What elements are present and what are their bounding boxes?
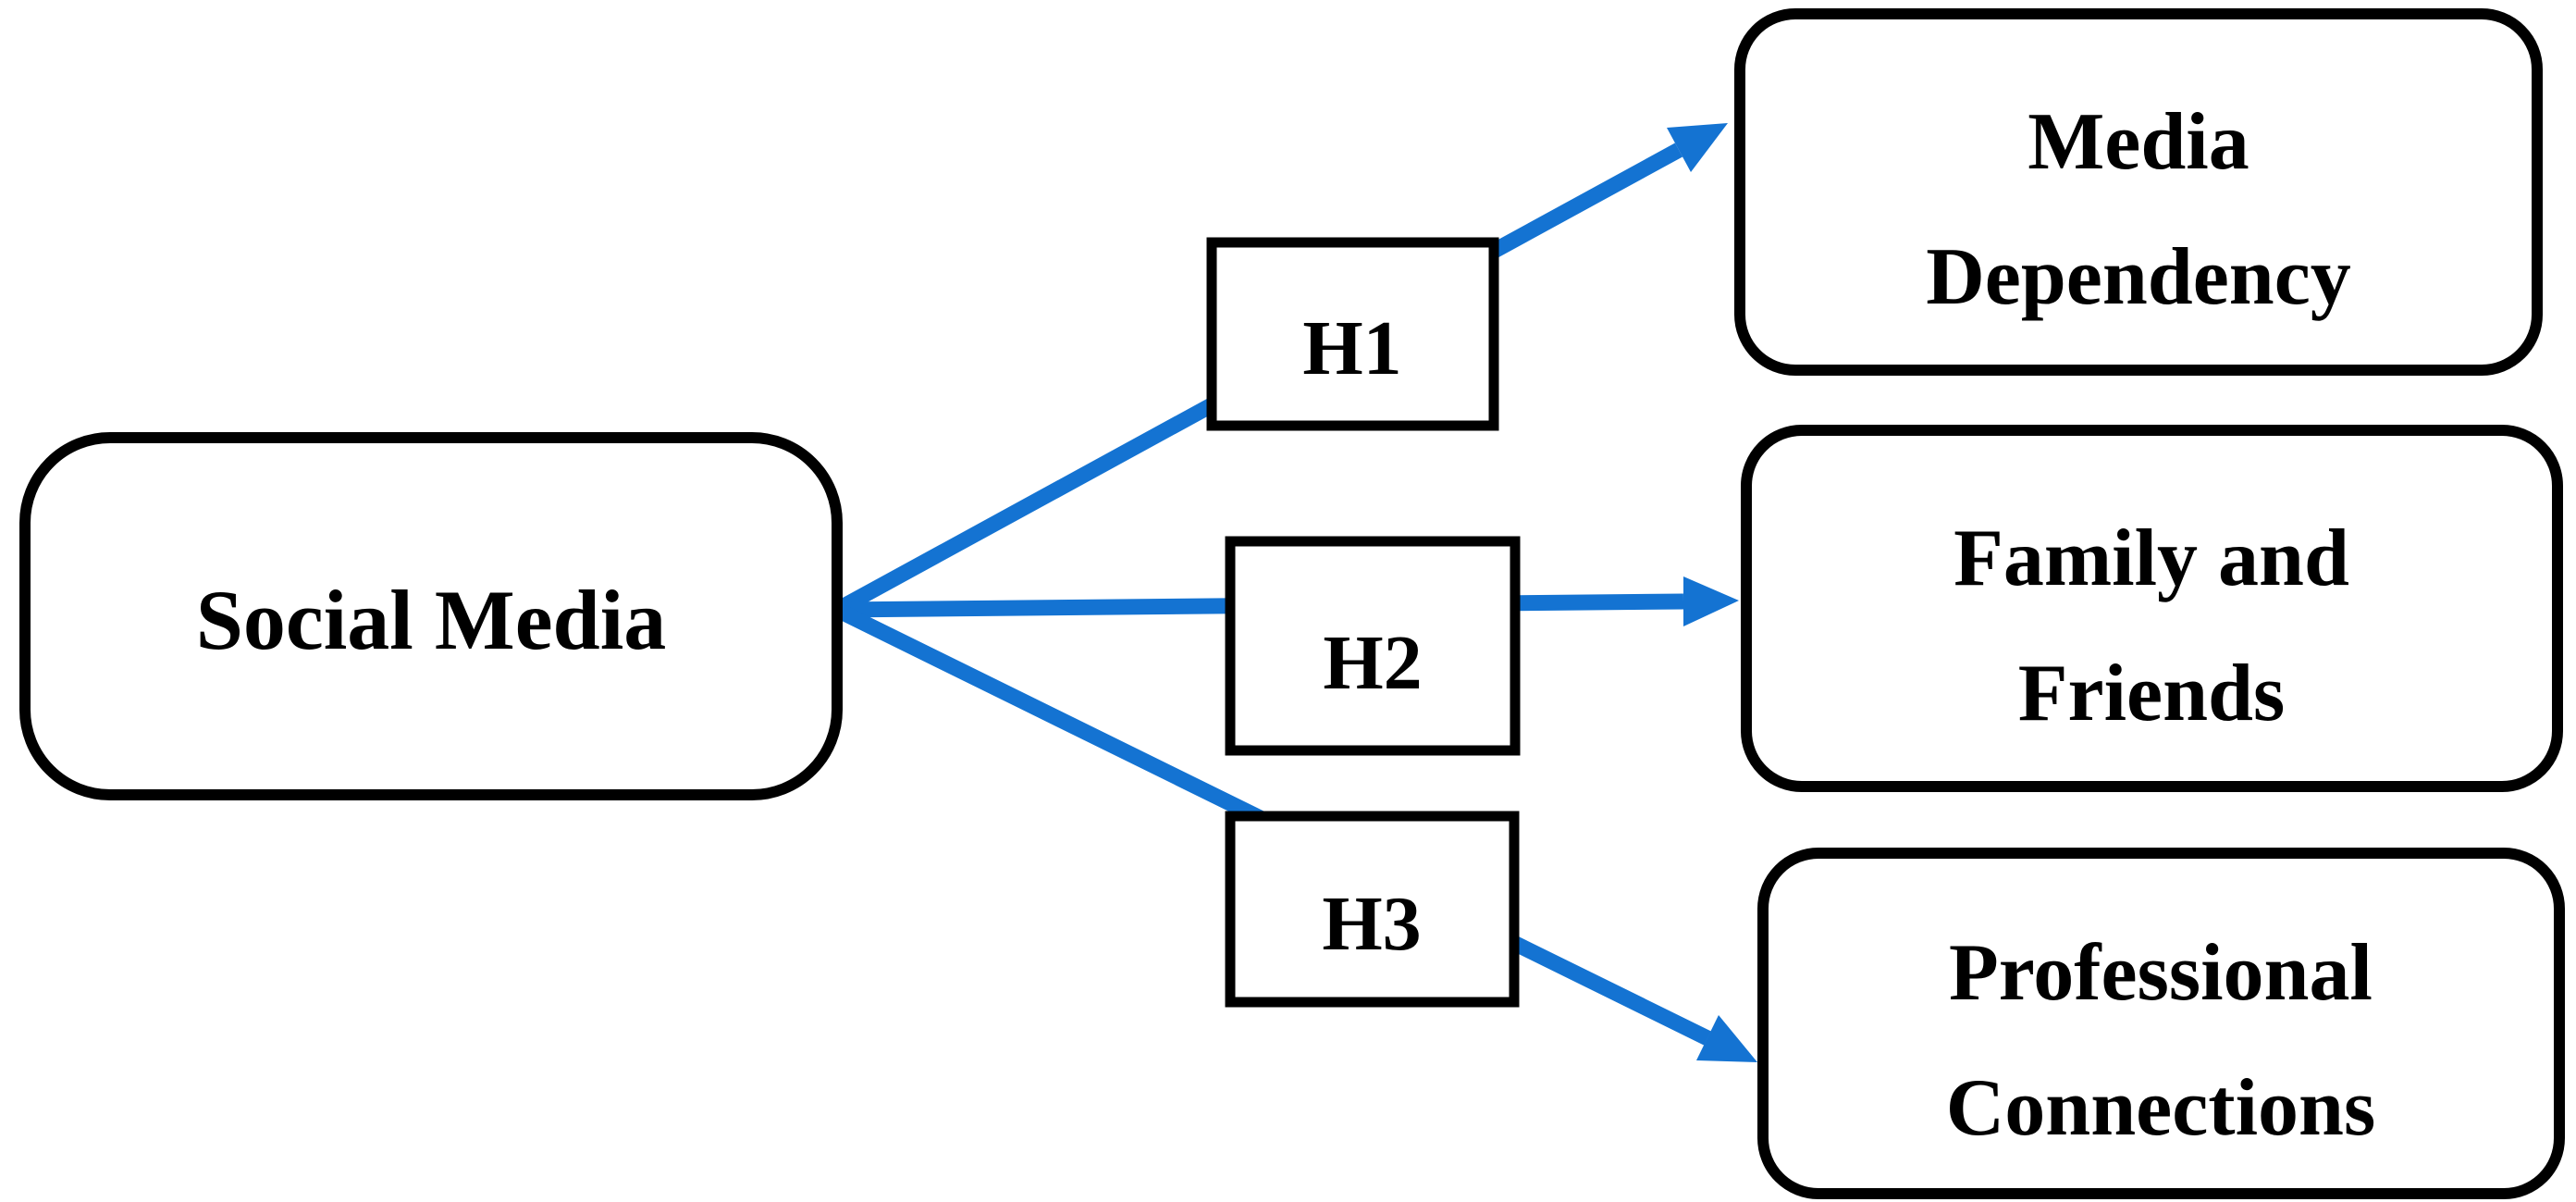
target-node-family-and-friends-line2: Friends	[2018, 649, 2285, 738]
hypothesis-box-h2-rect	[1225, 536, 1521, 756]
source-node-rect	[19, 432, 843, 800]
target-node-professional-connections-rect	[1757, 848, 2565, 1199]
hypothesis-box-h2: H2	[1225, 536, 1521, 756]
target-node-media-dependency: Media Dependency	[1734, 8, 2543, 376]
arrow-h3-head-icon	[1696, 1015, 1757, 1062]
target-node-media-dependency-line1: Media	[2028, 97, 2249, 187]
target-node-media-dependency-rect	[1734, 8, 2543, 376]
hypothesis-label-h2: H2	[1323, 620, 1422, 706]
target-node-family-and-friends-line1: Family and	[1954, 514, 2349, 603]
target-node-professional-connections: Professional Connections	[1757, 848, 2565, 1199]
hypothesis-box-h1: H1	[1206, 237, 1499, 431]
target-node-family-and-friends: Family and Friends	[1741, 425, 2563, 792]
hypothesis-box-h3: H3	[1225, 811, 1520, 1008]
hypothesis-box-h1-rect	[1206, 237, 1499, 431]
source-node-label: Social Media	[196, 573, 667, 667]
arrow-h2-head-icon	[1683, 576, 1739, 626]
source-node-social-media: Social Media	[19, 432, 843, 800]
target-node-media-dependency-line2: Dependency	[1926, 232, 2351, 322]
hypothesis-label-h3: H3	[1322, 881, 1421, 967]
target-node-professional-connections-line2: Connections	[1946, 1063, 2376, 1153]
hypothesis-label-h1: H1	[1302, 305, 1401, 391]
target-node-professional-connections-line1: Professional	[1949, 928, 2373, 1018]
hypothesis-box-h3-rect	[1225, 811, 1520, 1008]
target-node-family-and-friends-rect	[1741, 425, 2563, 792]
arrow-h1-head-icon	[1667, 123, 1728, 172]
